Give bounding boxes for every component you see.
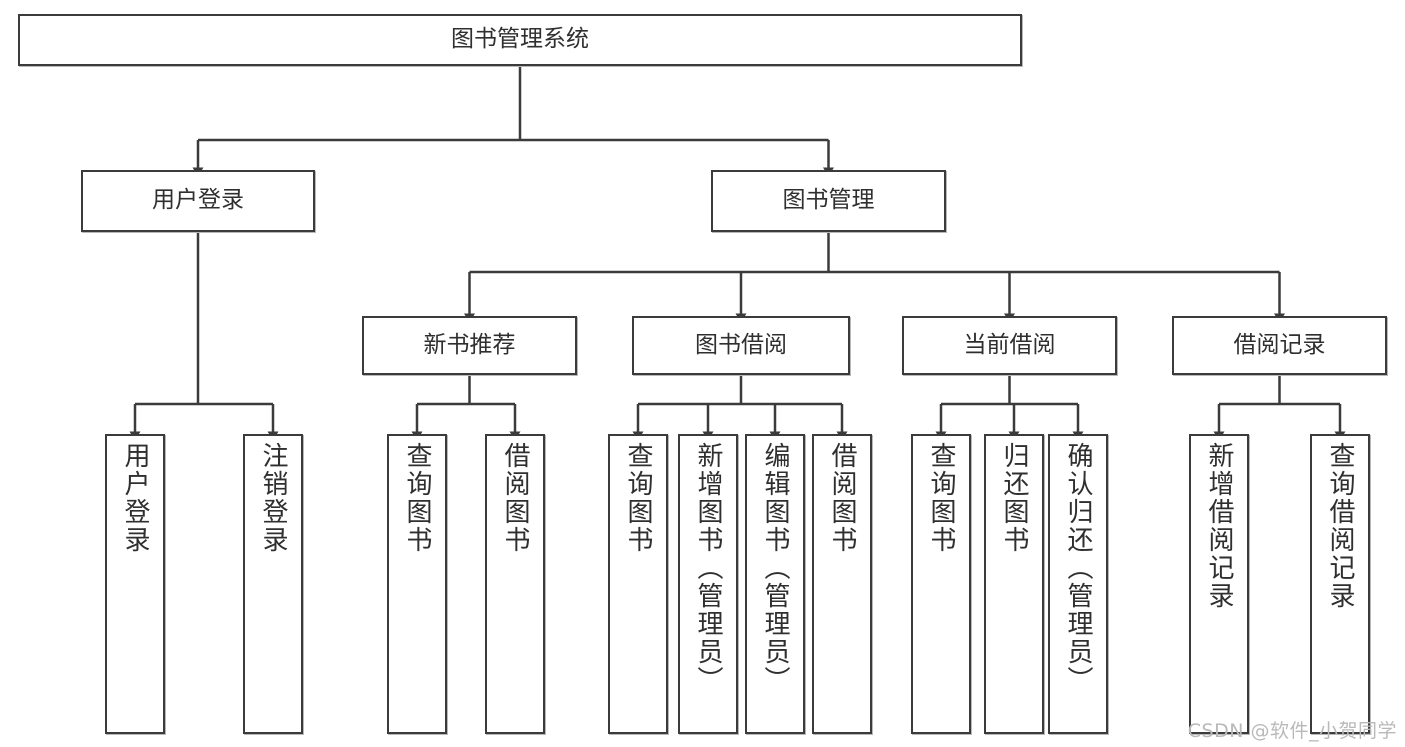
node-l2_1[interactable]: 图书管理 bbox=[711, 170, 946, 232]
node-label: 图书管理 bbox=[782, 187, 875, 214]
node-leaf_3[interactable]: 借阅图书 bbox=[485, 434, 545, 734]
node-label: 用户登录 bbox=[152, 187, 244, 214]
node-label: 编辑图书（管理员） bbox=[760, 442, 790, 694]
node-label: 查询图书 bbox=[623, 442, 653, 554]
node-leaf_11[interactable]: 新增借阅记录 bbox=[1189, 434, 1249, 734]
node-label: 查询图书 bbox=[926, 442, 956, 554]
node-label: 查询图书 bbox=[402, 442, 432, 554]
node-leaf_5[interactable]: 新增图书（管理员） bbox=[678, 434, 738, 734]
node-label: 新书推荐 bbox=[423, 331, 516, 358]
node-l3_1[interactable]: 图书借阅 bbox=[632, 316, 850, 375]
node-leaf_9[interactable]: 归还图书 bbox=[984, 434, 1044, 734]
node-l3_0[interactable]: 新书推荐 bbox=[362, 316, 577, 375]
node-leaf_4[interactable]: 查询图书 bbox=[608, 434, 668, 734]
node-leaf_7[interactable]: 借阅图书 bbox=[812, 434, 872, 734]
node-label: 确认归还（管理员） bbox=[1063, 442, 1093, 694]
node-label: 用户登录 bbox=[120, 442, 150, 554]
node-label: 新增借阅记录 bbox=[1204, 442, 1234, 610]
node-label: 图书借阅 bbox=[695, 331, 787, 358]
node-l2_0[interactable]: 用户登录 bbox=[81, 170, 315, 232]
node-leaf_10[interactable]: 确认归还（管理员） bbox=[1048, 434, 1108, 734]
node-label: 查询借阅记录 bbox=[1325, 442, 1355, 610]
node-leaf_12[interactable]: 查询借阅记录 bbox=[1310, 434, 1370, 734]
node-leaf_2[interactable]: 查询图书 bbox=[387, 434, 447, 734]
node-l3_3[interactable]: 借阅记录 bbox=[1172, 316, 1387, 375]
node-label: 图书管理系统 bbox=[451, 26, 589, 53]
node-label: 归还图书 bbox=[999, 442, 1029, 554]
wire-group bbox=[129, 66, 1346, 441]
node-label: 借阅图书 bbox=[827, 442, 857, 554]
node-leaf_8[interactable]: 查询图书 bbox=[911, 434, 971, 734]
node-label: 借阅图书 bbox=[500, 442, 530, 554]
node-label: 新增图书（管理员） bbox=[693, 442, 723, 694]
node-label: 当前借阅 bbox=[963, 331, 1056, 358]
node-leaf_0[interactable]: 用户登录 bbox=[105, 434, 165, 734]
node-label: 注销登录 bbox=[258, 442, 288, 554]
node-l3_2[interactable]: 当前借阅 bbox=[902, 316, 1117, 375]
node-leaf_1[interactable]: 注销登录 bbox=[243, 434, 303, 734]
node-leaf_6[interactable]: 编辑图书（管理员） bbox=[745, 434, 805, 734]
node-label: 借阅记录 bbox=[1233, 331, 1326, 358]
node-root[interactable]: 图书管理系统 bbox=[18, 14, 1022, 66]
